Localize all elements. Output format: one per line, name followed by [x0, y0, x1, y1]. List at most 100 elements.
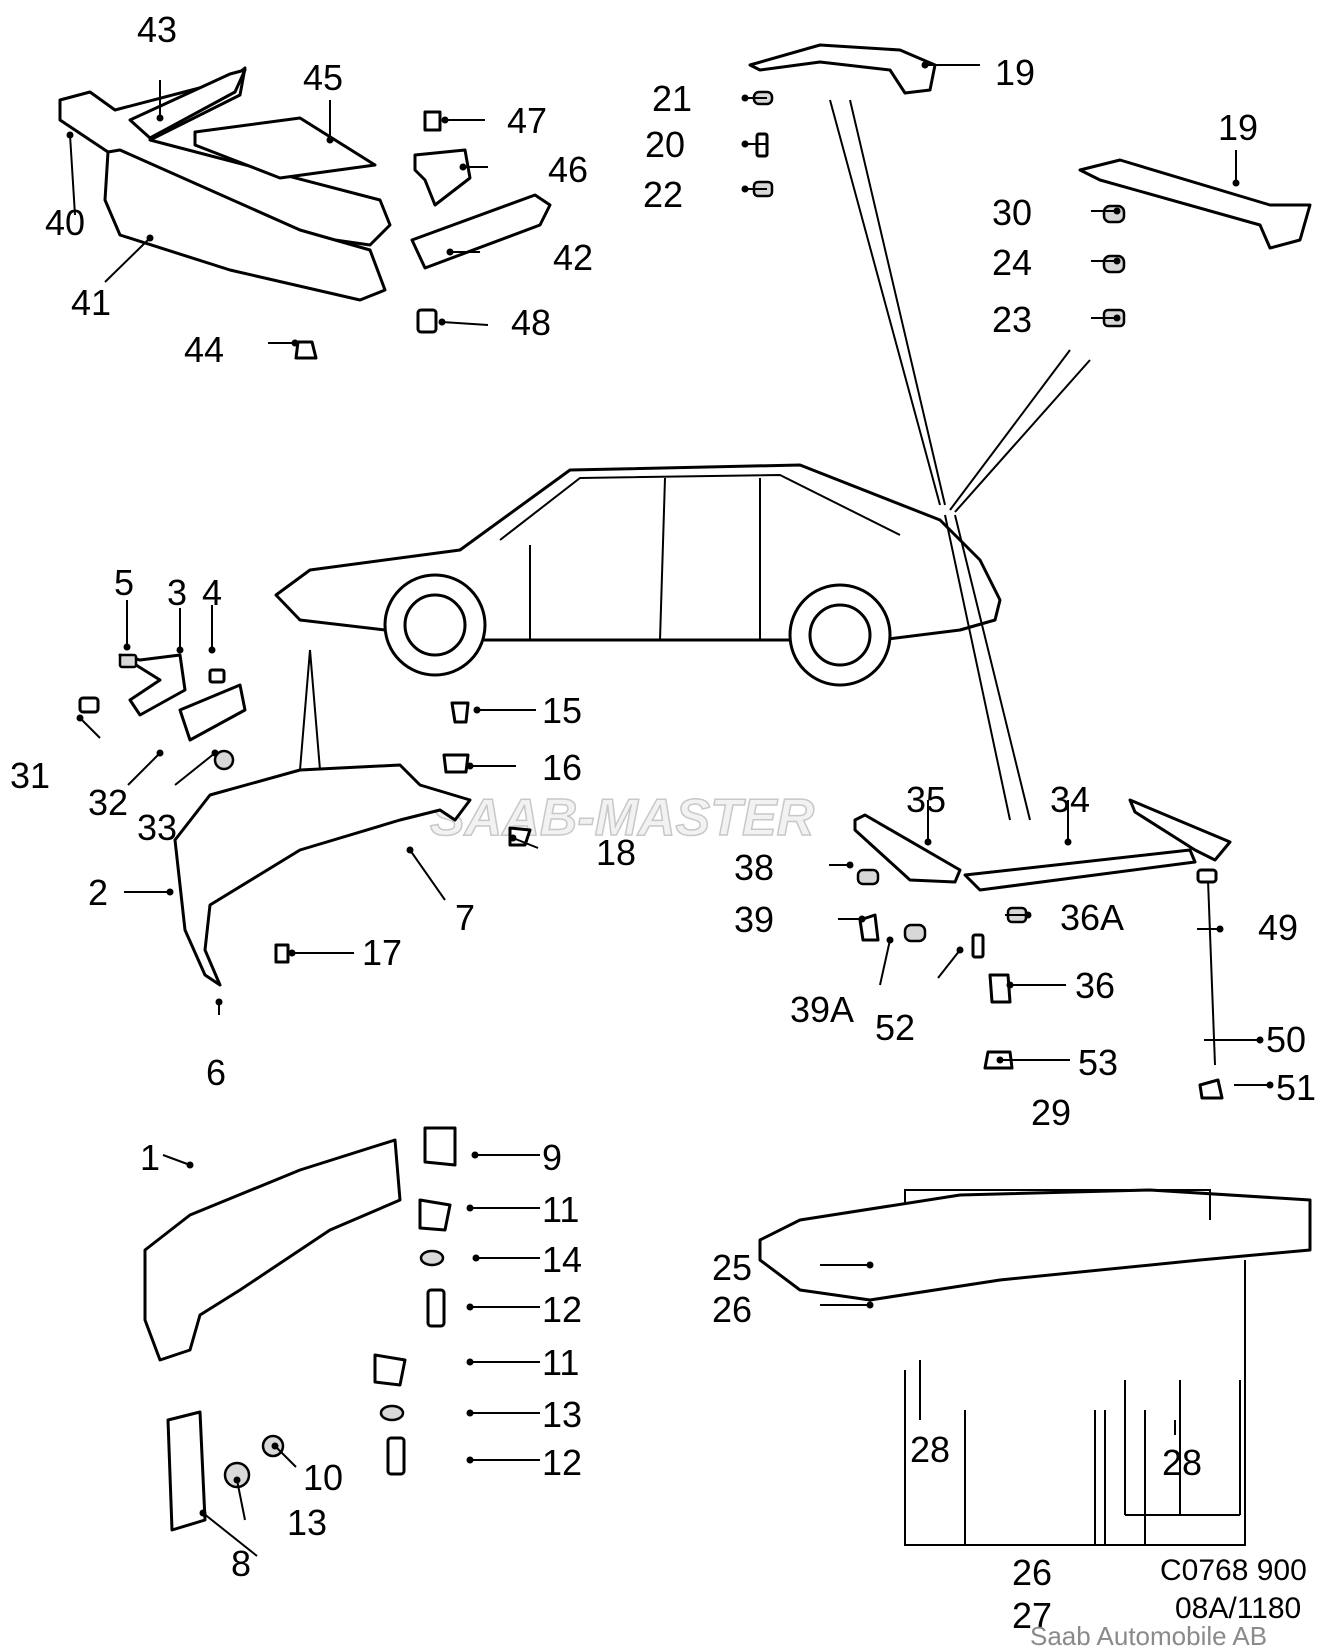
leader-dot	[996, 1056, 1004, 1064]
leader-dot	[921, 61, 929, 69]
underbody-group	[758, 1188, 1312, 1546]
leader-dot	[406, 846, 414, 854]
leader-dot	[1113, 314, 1121, 322]
drawing-code: C0768 900	[1160, 1554, 1307, 1587]
leader-dot	[858, 915, 866, 923]
label-49: 49	[1258, 907, 1298, 948]
leader-dot	[288, 949, 296, 957]
label-4: 4	[202, 572, 222, 613]
label-38: 38	[734, 847, 774, 888]
label-29: 29	[1031, 1092, 1071, 1133]
leader-dot	[466, 1358, 474, 1366]
label-26b: 26	[1012, 1552, 1052, 1593]
front-bumper-group	[78, 653, 532, 987]
label-31: 31	[10, 755, 50, 796]
revision-code: 08A/1180	[1175, 1592, 1301, 1625]
leader-dot	[466, 1456, 474, 1464]
leader-dot	[176, 646, 184, 654]
leader-dot	[211, 749, 219, 757]
label-3: 3	[167, 572, 187, 613]
leader-dot	[466, 1204, 474, 1212]
label-35: 35	[906, 779, 946, 820]
label-14: 14	[542, 1239, 582, 1280]
leader-dot	[466, 762, 474, 770]
label-27: 27	[1012, 1595, 1052, 1636]
label-19a: 19	[995, 52, 1035, 93]
label-39A: 39A	[790, 989, 854, 1030]
front-spoiler-group	[58, 66, 552, 360]
car-illustration	[274, 463, 1002, 771]
leader-dot	[466, 1409, 474, 1417]
leader-dot	[741, 185, 749, 193]
label-2: 2	[88, 872, 108, 913]
label-23: 23	[992, 299, 1032, 340]
leader-dot	[1024, 911, 1032, 919]
label-32: 32	[88, 782, 128, 823]
label-41: 41	[71, 282, 111, 323]
label-50: 50	[1266, 1019, 1306, 1060]
leader-dot	[1256, 1036, 1264, 1044]
label-11a: 11	[542, 1189, 579, 1230]
label-19b: 19	[1218, 107, 1258, 148]
leader-dot	[326, 136, 334, 144]
label-28b: 28	[1162, 1442, 1202, 1483]
leader-dot	[156, 114, 164, 122]
leader-19-car	[829, 99, 946, 506]
leader-dot	[466, 1303, 474, 1311]
label-10: 10	[303, 1457, 343, 1498]
label-47: 47	[507, 100, 547, 141]
leader-dot	[208, 646, 216, 654]
label-48: 48	[511, 302, 551, 343]
label-33: 33	[137, 807, 177, 848]
label-15: 15	[542, 690, 582, 731]
label-11b: 11	[542, 1342, 579, 1383]
label-53: 53	[1078, 1042, 1118, 1083]
label-34: 34	[1050, 779, 1090, 820]
leader-dot	[166, 888, 174, 896]
label-12b: 12	[542, 1442, 582, 1483]
label-26a: 26	[712, 1289, 752, 1330]
label-45: 45	[303, 57, 343, 98]
leader-dot	[1113, 207, 1121, 215]
label-44: 44	[184, 329, 224, 370]
leader-dot	[471, 1151, 479, 1159]
leader-dot	[233, 1476, 241, 1484]
leader-dot	[441, 116, 449, 124]
leader-car-34	[944, 514, 1031, 821]
leader-23-car	[949, 349, 1091, 513]
label-40: 40	[45, 202, 85, 243]
leader-dot	[1006, 981, 1014, 989]
label-16: 16	[542, 747, 582, 788]
label-22: 22	[643, 174, 683, 215]
leader-dot	[1216, 925, 1224, 933]
leader-lines	[69, 64, 1270, 1557]
label-52: 52	[875, 1007, 915, 1048]
leader-dot	[472, 1254, 480, 1262]
leader-dot	[741, 140, 749, 148]
leader-dot	[156, 749, 164, 757]
leader-dot	[886, 936, 894, 944]
leader-dot	[146, 234, 154, 242]
label-39: 39	[734, 899, 774, 940]
label-42: 42	[553, 237, 593, 278]
callout-labels: 43 45 47 46 40 41 42 44 48 19 21 20 22 1…	[10, 9, 1316, 1636]
bumper-cover-group	[143, 1126, 457, 1532]
label-20: 20	[645, 124, 685, 165]
label-8: 8	[231, 1543, 251, 1584]
leader-dot	[76, 714, 84, 722]
label-18: 18	[596, 832, 636, 873]
leader-dot	[473, 706, 481, 714]
leader-dot	[924, 838, 932, 846]
label-28a: 28	[910, 1429, 950, 1470]
label-36: 36	[1075, 965, 1115, 1006]
label-36A: 36A	[1060, 897, 1124, 938]
label-25: 25	[712, 1247, 752, 1288]
leader-dot	[1232, 179, 1240, 187]
label-13a: 13	[542, 1394, 582, 1435]
label-51: 51	[1276, 1067, 1316, 1108]
label-24: 24	[992, 242, 1032, 283]
leader-dot	[866, 1261, 874, 1269]
label-5: 5	[114, 562, 134, 603]
leader-dot	[1266, 1081, 1274, 1089]
